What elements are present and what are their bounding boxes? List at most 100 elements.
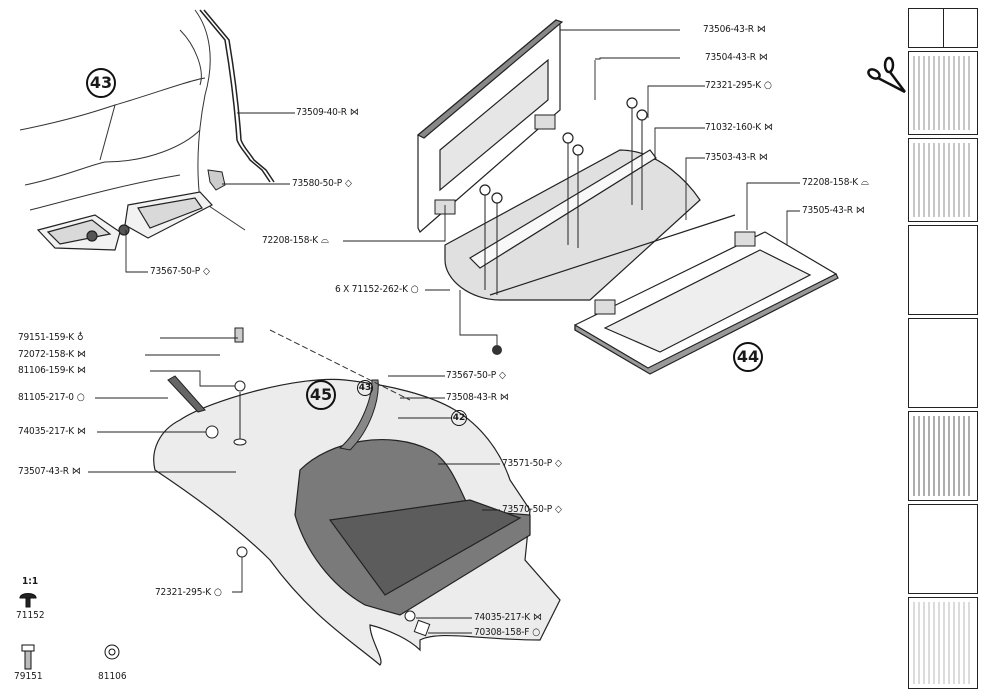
page-thumbnail-strip xyxy=(908,8,978,692)
part-label[interactable]: 79151-159-K♁ xyxy=(18,332,84,344)
bowtie-icon: ⋈ xyxy=(758,152,768,163)
thumbnail-page-4[interactable] xyxy=(908,318,978,408)
thumbnail-blank[interactable] xyxy=(908,8,978,48)
bowtie-icon: ⋈ xyxy=(532,612,542,623)
body-outline-43 xyxy=(19,9,246,231)
part-label[interactable]: 73571-50-P◇ xyxy=(502,458,562,470)
part-number: 73509-40-R xyxy=(296,107,347,118)
thumbnail-page-2[interactable] xyxy=(908,138,978,222)
legend-item-79151: 79151 xyxy=(14,671,43,682)
bolt-71152 xyxy=(492,345,502,355)
bowtie-icon: ⋈ xyxy=(499,392,509,403)
part-label[interactable]: 70308-158-F○ xyxy=(474,627,540,639)
dome-icon: ⌓ xyxy=(320,235,329,246)
part-number: 72072-158-K xyxy=(18,349,74,360)
callout-ref-42: 42 xyxy=(451,410,467,426)
scale-label: 1:1 xyxy=(22,576,39,587)
part-label[interactable]: 72321-295-K○ xyxy=(705,80,772,92)
part-number: 73571-50-P xyxy=(502,458,552,469)
callout-ref-43: 43 xyxy=(357,380,373,396)
part-label[interactable]: 72208-158-K⌓ xyxy=(802,177,869,189)
hinges-lower xyxy=(594,231,756,315)
scale-glyphs xyxy=(19,593,120,670)
part-number: 81105-217-0 xyxy=(18,392,74,403)
part-label[interactable]: 81106-159-K⋈ xyxy=(18,365,86,377)
seal-strip-73509 xyxy=(199,9,275,183)
part-number: 73567-50-P xyxy=(446,370,496,381)
bowtie-icon: ⋈ xyxy=(758,52,768,63)
fasteners-45 xyxy=(167,327,431,637)
diamond-icon: ◇ xyxy=(202,266,210,277)
leader-lines xyxy=(88,29,800,634)
part-label[interactable]: 73505-43-R⋈ xyxy=(802,205,865,217)
bowtie-icon: ⋈ xyxy=(76,426,86,437)
scissors-icon xyxy=(867,56,906,94)
part-number: 72321-295-K xyxy=(155,587,211,598)
part-label[interactable]: 73507-43-R⋈ xyxy=(18,466,81,478)
thumbnail-page-1[interactable] xyxy=(908,51,978,135)
bowtie-icon: ⋈ xyxy=(76,349,86,360)
part-number: 73567-50-P xyxy=(150,266,200,277)
screw-icon: ♁ xyxy=(76,332,84,343)
strap-73567-45 xyxy=(338,379,379,451)
diamond-icon: ◇ xyxy=(554,458,562,469)
seat-dashline xyxy=(269,329,411,401)
part-label[interactable]: 71032-160-K⋈ xyxy=(705,122,773,134)
part-label[interactable]: 72208-158-K⌓ xyxy=(262,235,329,247)
diamond-icon: ◇ xyxy=(498,370,506,381)
part-label[interactable]: 73503-43-R⋈ xyxy=(705,152,768,164)
part-number: 74035-217-K xyxy=(474,612,530,623)
seat-cushion-73571 xyxy=(294,439,531,616)
part-label[interactable]: 74035-217-K⋈ xyxy=(474,612,542,624)
part-number: 6 X 71152-262-K xyxy=(335,284,408,295)
clip-73580 xyxy=(207,169,226,191)
part-label[interactable]: 73567-50-P◇ xyxy=(446,370,506,382)
part-number: 72208-158-K xyxy=(262,235,318,246)
part-label[interactable]: 73504-43-R⋈ xyxy=(705,52,768,64)
part-label[interactable]: 73508-43-R⋈ xyxy=(446,392,509,404)
thumbnail-page-3[interactable] xyxy=(908,225,978,315)
diamond-icon: ◇ xyxy=(344,178,352,189)
part-label[interactable]: 6 X 71152-262-K○ xyxy=(335,284,419,296)
part-number: 72208-158-K xyxy=(802,177,858,188)
bowtie-icon: ⋈ xyxy=(349,107,359,118)
thumbnail-page-5[interactable] xyxy=(908,411,978,501)
bowtie-icon: ⋈ xyxy=(76,365,86,376)
thumbnail-page-7[interactable] xyxy=(908,597,978,689)
bowtie-icon: ⋈ xyxy=(756,24,766,35)
circle-icon: ○ xyxy=(763,80,772,91)
part-number: 81106-159-K xyxy=(18,365,74,376)
bowtie-icon: ⋈ xyxy=(71,466,81,477)
legend-item-81106: 81106 xyxy=(98,671,127,682)
dome-icon: ⌓ xyxy=(860,177,869,188)
callout-group-44: 44 xyxy=(733,342,763,372)
part-label[interactable]: 72321-295-K○ xyxy=(155,587,222,599)
part-number: 73506-43-R xyxy=(703,24,754,35)
studs xyxy=(484,108,643,295)
part-label[interactable]: 73580-50-P◇ xyxy=(292,178,352,190)
bowtie-icon: ⋈ xyxy=(855,205,865,216)
thumbnail-page-6[interactable] xyxy=(908,504,978,594)
ashtray-73567 xyxy=(36,191,213,251)
part-number: 73507-43-R xyxy=(18,466,69,477)
callout-group-45: 45 xyxy=(306,380,336,410)
part-label[interactable]: 73506-43-R⋈ xyxy=(703,24,766,36)
part-label[interactable]: 81105-217-0○ xyxy=(18,392,85,404)
part-label[interactable]: 72072-158-K⋈ xyxy=(18,349,86,361)
circle-icon: ○ xyxy=(532,627,540,638)
part-label[interactable]: 74035-217-K⋈ xyxy=(18,426,86,438)
part-label[interactable]: 73509-40-R⋈ xyxy=(296,107,359,119)
panel-73506 xyxy=(416,19,564,233)
part-number: 79151-159-K xyxy=(18,332,74,343)
part-number: 70308-158-F xyxy=(474,627,530,638)
part-label[interactable]: 73567-50-P◇ xyxy=(150,266,210,278)
part-number: 73508-43-R xyxy=(446,392,497,403)
part-number: 72321-295-K xyxy=(705,80,761,91)
circle-icon: ○ xyxy=(213,587,222,598)
bowtie-icon: ⋈ xyxy=(763,122,773,133)
part-label[interactable]: 73570-50-P◇ xyxy=(502,504,562,516)
part-number: 73503-43-R xyxy=(705,152,756,163)
circle-icon: ○ xyxy=(76,392,85,403)
diamond-icon: ◇ xyxy=(554,504,562,515)
